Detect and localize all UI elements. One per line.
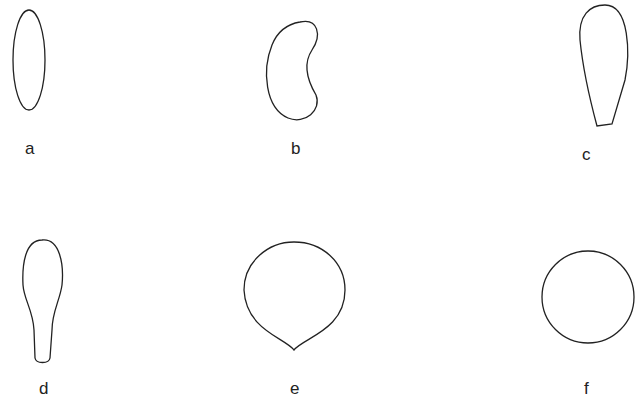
pyriform-shape: [23, 240, 63, 363]
elliptic-shape: [13, 10, 45, 110]
pointed-round-shape: [244, 242, 345, 350]
clavate-shape: [580, 5, 628, 126]
figure-letter: f: [584, 380, 589, 397]
figure-letter: c: [582, 146, 591, 163]
figure-letter: d: [39, 380, 48, 397]
figure-letter: a: [25, 140, 34, 157]
figure-letter: b: [291, 140, 300, 157]
circular-shape: [542, 251, 634, 343]
figure-letter: e: [290, 380, 299, 397]
reniform-shape: [267, 21, 318, 119]
